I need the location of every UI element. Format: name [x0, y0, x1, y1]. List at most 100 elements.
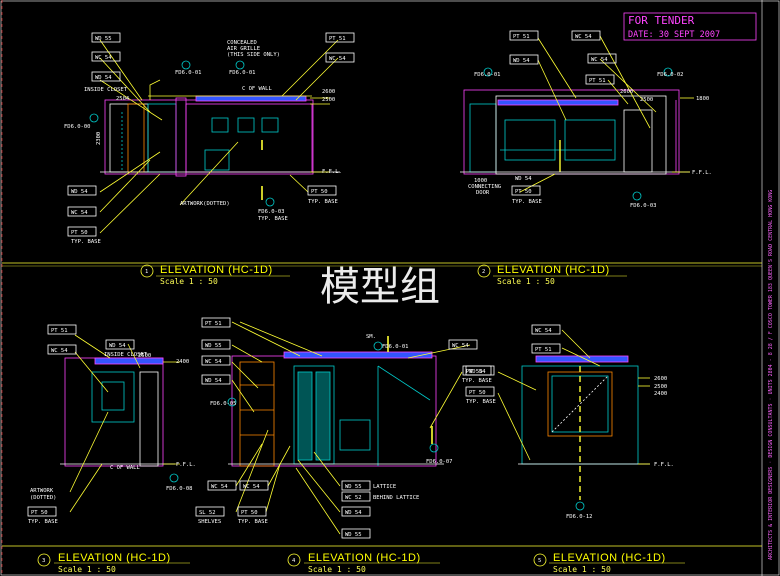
tag-wd54: WD 54: [205, 378, 222, 384]
label-shelves: SHELVES: [198, 519, 221, 525]
elevation-5-labels: WC 54 PT 51 WD 54 PT 50 TYP. BASE 2600 2…: [466, 328, 674, 520]
elevation-3-scale: Scale 1 : 50: [58, 565, 116, 574]
elevation-5-title: 5 ELEVATION (HC-1D) Scale 1 : 50: [533, 552, 685, 574]
elevation-2-scale: Scale 1 : 50: [497, 277, 555, 286]
label-door: DOOR: [476, 190, 490, 196]
level-3: 2504: [116, 96, 130, 102]
elevation-2-drawing: [460, 30, 694, 201]
tag-sl52: SL 52: [199, 510, 216, 516]
elevation-2-number: 2: [482, 269, 485, 275]
label-grille-2: AIR GRILLE: [227, 46, 260, 52]
elevation-5-scale: Scale 1 : 50: [553, 565, 611, 574]
label-typ-base: TYP. BASE: [466, 399, 496, 405]
ref-3: FD6.0-07: [426, 459, 453, 465]
tag-wc54-b: WC 54: [211, 484, 228, 490]
ref-2: FD6.0-05: [210, 401, 237, 407]
label-typ-base: TYP. BASE: [71, 239, 101, 245]
tag-wd54-b: WD 54: [515, 176, 532, 182]
label-c-of-wall: C OF WALL: [242, 86, 272, 92]
label-c-of-wall: C OF WALL: [110, 465, 140, 471]
label-sm: SM.: [366, 334, 376, 340]
tag-wc54: WC 54: [575, 34, 592, 40]
ref-1: FD6.0-01: [474, 72, 501, 78]
label-grille: CONCEALED: [227, 40, 257, 46]
tag-wc54: WC 54: [205, 359, 222, 365]
elevation-3-number: 3: [42, 558, 45, 564]
level-1: 2400: [176, 359, 189, 365]
level-2: 2500: [654, 384, 667, 390]
level-1: 2600: [322, 89, 335, 95]
elevation-3-labels: PT 51 WC 54 WD 54 INSIDE CLOSET ARTWORK …: [28, 328, 196, 525]
ref-left: FD6.0-00: [64, 124, 91, 130]
elevation-5-number: 5: [538, 558, 541, 564]
label-artwork: ARTWORK(DOTTED): [180, 201, 230, 207]
level-2: 2500: [138, 353, 151, 359]
tag-wd54: WD 54: [95, 75, 112, 81]
ref: FD6.0-12: [566, 514, 593, 520]
tag-pt50: PT 50: [71, 230, 88, 236]
elevation-3-drawing: [27, 324, 180, 517]
label-typ-base: TYP. BASE: [238, 519, 268, 525]
level-3: 1800: [696, 96, 709, 102]
label-typ-base-bottom: TYP. BASE: [258, 216, 288, 222]
ref: FD6.0-08: [166, 486, 193, 492]
stamp-line1: FOR TENDER: [628, 14, 695, 27]
level-2: 2500: [640, 97, 653, 103]
tag-pt51-b: PT 51: [589, 78, 606, 84]
title-block-text: ARCHITECTS & INTERIOR DESIGNERS · DESIGN…: [768, 190, 774, 560]
tag-wd54-b: WD 54: [345, 510, 362, 516]
label-typ-base-right: TYP. BASE: [308, 199, 338, 205]
elevation-4-title-text: ELEVATION (HC-1D): [308, 552, 421, 564]
tag-wc54-c: WC 54: [243, 484, 260, 490]
label-inside-closet: INSIDE CLOSET: [104, 352, 148, 358]
tag-pt50: PT 50: [469, 390, 486, 396]
level-1: 2600: [654, 376, 667, 382]
elevation-4-number: 4: [292, 558, 296, 564]
elevation-3-title: 3 ELEVATION (HC-1D) Scale 1 : 50: [37, 552, 190, 574]
stamp-line2: DATE: 30 SEPT 2007: [628, 30, 720, 40]
tag-wc52: WC 52: [345, 495, 362, 501]
ref-bottom: FD6.0-03: [258, 209, 285, 215]
elevation-5-title-text: ELEVATION (HC-1D): [553, 552, 666, 564]
tag-wc54-bottom: WC 54: [71, 210, 88, 216]
tag-wc54-right: WC 54: [329, 56, 346, 62]
elevation-1-scale: Scale 1 : 50: [160, 277, 218, 286]
label-behind-lattice: BEHIND LATTICE: [373, 495, 419, 501]
dim-height: 2300: [96, 132, 102, 145]
elevation-1-number: 1: [145, 269, 148, 275]
label-connecting: CONNECTING: [468, 184, 501, 190]
ref-2: FD6.0-02: [657, 72, 684, 78]
tag-pt50-right: PT 50: [466, 369, 483, 375]
tag-pt50: PT 50: [515, 189, 532, 195]
tag-pt51: PT 51: [535, 347, 552, 353]
level-3: 2400: [654, 391, 667, 397]
elevation-2-labels: PT 51 WD 54 WC 54 WC 54 PT 51 FD6.0-01 F…: [468, 34, 712, 209]
label-inside-closet: INSIDE CLOSET: [84, 87, 128, 93]
tag-wd54: WD 54: [109, 343, 126, 349]
tag-wc54: WC 54: [535, 328, 552, 334]
tag-wd55-b: WD 55: [345, 484, 362, 490]
elevation-1-labels: WD 55 WC 54 WD 54 INSIDE CLOSET CONCEALE…: [64, 36, 346, 245]
elevation-4-drawing: [195, 317, 492, 539]
elevation-3-title-text: ELEVATION (HC-1D): [58, 552, 171, 564]
elevation-4-title: 4 ELEVATION (HC-1D) Scale 1 : 50: [287, 552, 440, 574]
tag-wd54: WD 54: [469, 369, 486, 375]
tag-pt51: PT 51: [329, 36, 346, 42]
elevation-1-drawing: [67, 32, 355, 237]
label-grille-3: (THIS SIDE ONLY): [227, 52, 280, 58]
label-typ-base-right: TYP. BASE: [462, 378, 492, 384]
label-lattice: LATTICE: [373, 484, 396, 490]
label-typ-base: TYP. BASE: [512, 199, 542, 205]
level-1: 2600: [620, 89, 633, 95]
level-ffl: F.F.L.: [654, 462, 674, 468]
label-artwork: ARTWORK: [30, 488, 54, 494]
tag-wc54: WC 54: [95, 55, 112, 61]
tag-pt50: PT 50: [241, 510, 258, 516]
tag-pt51: PT 51: [513, 34, 530, 40]
tag-wd55-c: WD 55: [345, 532, 362, 538]
tender-stamp: FOR TENDER DATE: 30 SEPT 2007: [623, 12, 757, 41]
elevation-1-title: 1 ELEVATION (HC-1D) Scale 1 : 50: [140, 264, 290, 286]
tag-wc54-right: WC 54: [452, 343, 469, 349]
elevation-2-title: 2 ELEVATION (HC-1D) Scale 1 : 50: [477, 264, 627, 286]
tag-wd55: WD 55: [95, 36, 112, 42]
